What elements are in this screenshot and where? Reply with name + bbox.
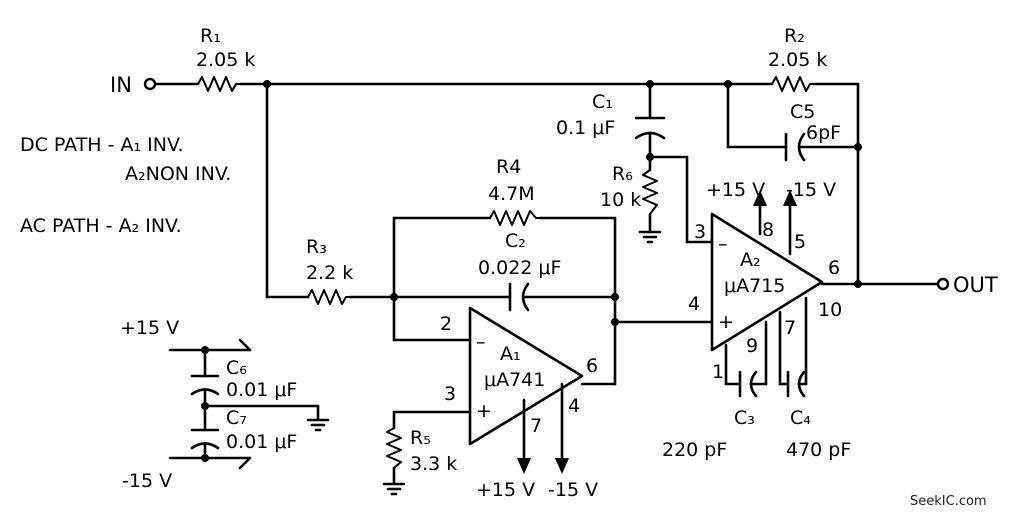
c1-ref: C₁	[592, 91, 613, 113]
a2-pin-vneg: 5	[794, 231, 806, 253]
input-terminal	[143, 77, 157, 91]
a1-pin-inv: 2	[440, 313, 452, 335]
a1-pin-vneg: 4	[568, 395, 580, 417]
c2-ref: C₂	[505, 230, 526, 252]
a2-pin-noninv: 4	[688, 293, 700, 315]
r5-value: 3.3 k	[410, 453, 457, 475]
c3-value: 220 pF	[662, 439, 727, 461]
bypass-vneg-label: -15 V	[122, 470, 172, 492]
resistor-r5	[386, 427, 402, 469]
capacitor-c6	[190, 374, 220, 396]
a2-pin-comp7: 7	[784, 317, 796, 339]
c7-value: 0.01 μF	[226, 431, 297, 453]
a2-pin-comp9: 9	[746, 335, 758, 357]
bypass-vpos-label: +15 V	[120, 317, 179, 339]
a2-pin-out: 6	[828, 257, 840, 279]
a1-pin-noninv: 3	[444, 383, 456, 405]
resistor-r3	[307, 289, 351, 305]
a2-vneg-label: -15 V	[786, 179, 836, 201]
r3-ref: R₃	[306, 236, 327, 258]
c5-value: 6pF	[806, 122, 841, 144]
junction-dots	[201, 80, 862, 462]
arrow-a1-vneg	[555, 458, 569, 474]
note-dc-path: DC PATH - A₁ INV.	[20, 134, 184, 156]
a1-part: μA741	[484, 369, 545, 391]
r3-value: 2.2 k	[306, 262, 353, 284]
opamp-a2	[710, 212, 824, 352]
a2-vpos-label: +15 V	[706, 179, 765, 201]
arrow-a2-vpos	[753, 190, 767, 206]
a2-pin-comp1: 1	[712, 361, 724, 383]
c6-ref: C₆	[226, 357, 247, 379]
resistor-r2	[771, 76, 815, 92]
a1-minus: –	[476, 331, 486, 353]
r5-ref: R₅	[410, 427, 431, 449]
a2-pin-comp10: 10	[818, 299, 842, 321]
c3-ref: C₃	[734, 407, 755, 429]
a1-pin-out: 6	[586, 355, 598, 377]
a1-pin-vpos: 7	[530, 415, 542, 437]
watermark: SeekIC.com	[910, 494, 987, 509]
r4-ref: R4	[496, 156, 521, 178]
note-ac-path: AC PATH - A₂ INV.	[20, 215, 182, 237]
r2-value: 2.05 k	[768, 49, 827, 71]
note-dc-path-a2: A₂NON INV.	[125, 163, 231, 185]
a2-pin-vpos: 8	[762, 219, 774, 241]
ground-r5	[382, 482, 406, 496]
capacitor-c4	[786, 370, 806, 398]
c5-ref: C5	[790, 101, 815, 123]
input-label: IN	[110, 73, 132, 97]
r2-ref: R₂	[784, 25, 805, 47]
output-label: OUT	[953, 273, 998, 297]
c4-ref: C₄	[790, 407, 811, 429]
r1-value: 2.05 k	[196, 49, 255, 71]
capacitor-c3	[738, 370, 758, 398]
arrow-a1-vpos	[517, 458, 531, 474]
c4-value: 470 pF	[786, 439, 851, 461]
output-terminal	[936, 277, 950, 291]
c6-value: 0.01 μF	[226, 379, 297, 401]
r6-ref: R₆	[612, 163, 633, 185]
capacitor-c2	[508, 282, 530, 312]
a2-minus: –	[718, 233, 728, 255]
resistor-r1	[197, 76, 241, 92]
a2-part: μA715	[724, 275, 785, 297]
r4-value: 4.7M	[488, 183, 535, 205]
a1-ref: A₁	[500, 343, 521, 365]
capacitor-c5	[784, 132, 806, 162]
a2-pin-inv: 3	[694, 221, 706, 243]
c1-value: 0.1 μF	[556, 117, 615, 139]
tick-pos	[238, 338, 252, 352]
resistor-r6	[642, 169, 658, 215]
a1-plus: +	[476, 400, 492, 422]
a2-plus: +	[718, 311, 734, 333]
a1-vpos-label: +15 V	[476, 479, 535, 501]
capacitor-c1	[634, 116, 666, 140]
r6-value: 10 k	[600, 189, 641, 211]
resistor-r4	[489, 210, 541, 226]
a1-vneg-label: -15 V	[548, 479, 598, 501]
capacitor-c7	[190, 428, 220, 450]
r1-ref: R₁	[200, 25, 221, 47]
c2-value: 0.022 μF	[478, 257, 561, 279]
a2-ref: A₂	[740, 249, 761, 271]
opamp-a1	[468, 306, 584, 446]
tick-neg	[238, 456, 252, 470]
wires	[153, 82, 940, 486]
arrow-a2-vneg	[783, 190, 797, 206]
ground-r6	[638, 230, 662, 244]
ground-bypass	[306, 418, 330, 432]
c7-ref: C₇	[226, 407, 247, 429]
